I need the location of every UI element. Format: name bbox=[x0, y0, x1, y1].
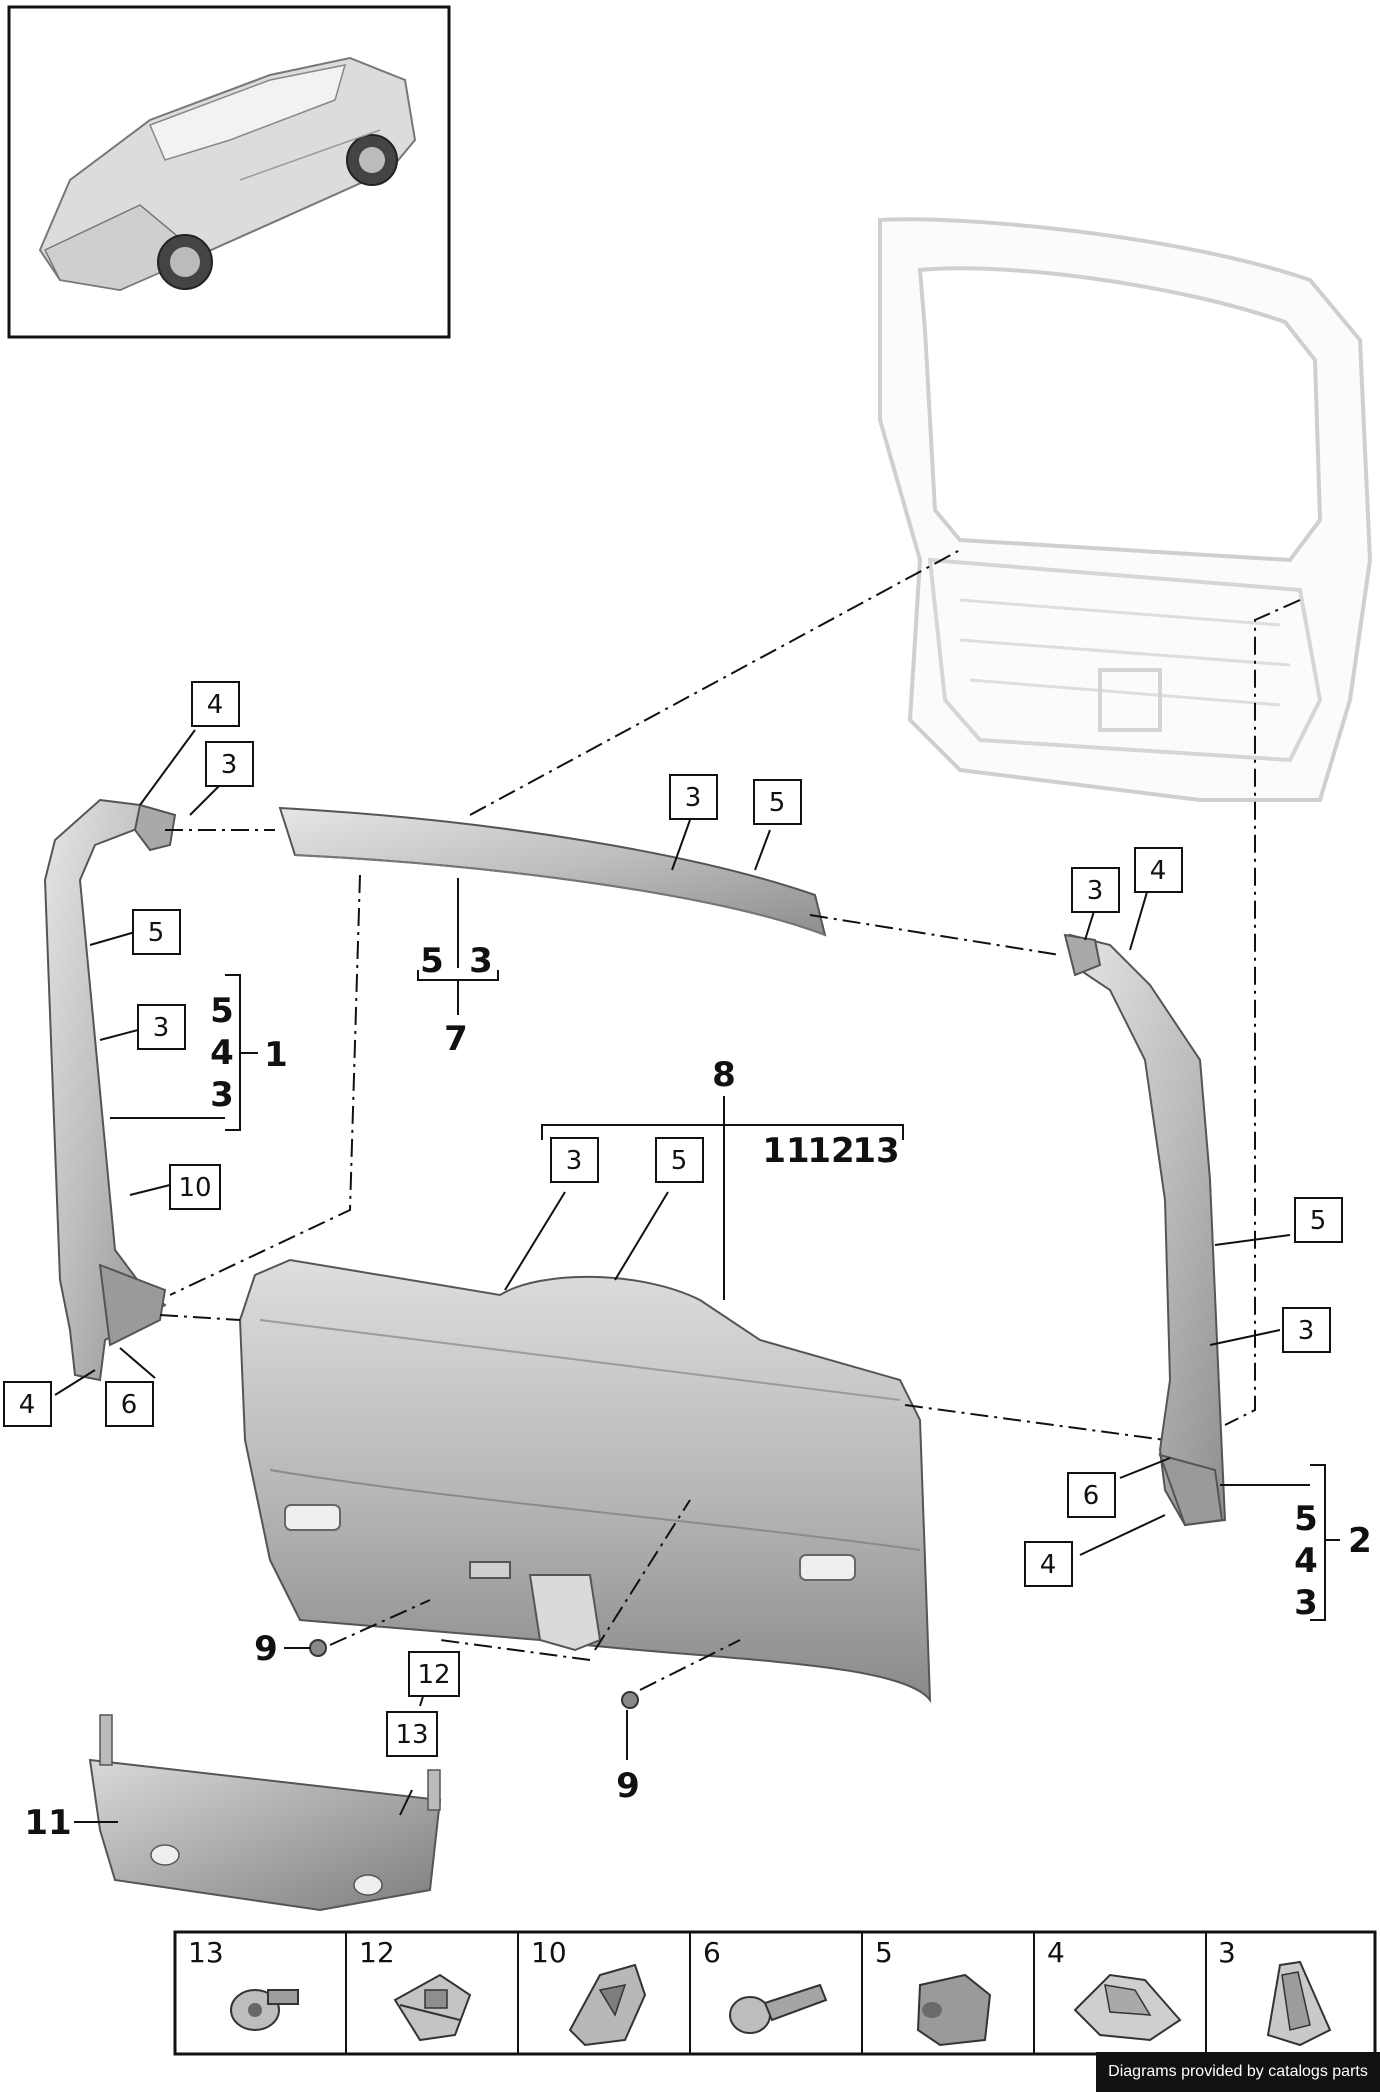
callout-label: 5 bbox=[148, 918, 165, 948]
fastener-legend: 13 12 10 6 bbox=[173, 1930, 1377, 2056]
callout-label: 4 bbox=[19, 1390, 36, 1420]
callout-label: 3 bbox=[685, 783, 702, 813]
callout-label: 5 bbox=[769, 788, 786, 818]
leader-lines bbox=[54, 729, 1291, 1816]
callout-box-5b[interactable]: 5 bbox=[753, 779, 802, 825]
legend-number: 13 bbox=[188, 1936, 224, 1969]
callout-label: 10 bbox=[178, 1173, 211, 1203]
group-8-parent[interactable]: 8 bbox=[712, 1055, 736, 1095]
group-7-label: 5 3 7 bbox=[420, 941, 493, 1059]
callout-box-5d[interactable]: 5 bbox=[655, 1137, 704, 1183]
rubber-buffer-icon bbox=[916, 1973, 992, 2047]
group-1-parent[interactable]: 1 bbox=[264, 1035, 288, 1075]
callout-box-4d[interactable]: 4 bbox=[1024, 1541, 1073, 1587]
part-label-screw-left[interactable]: 9 bbox=[254, 1629, 278, 1669]
callout-label: 3 bbox=[1087, 876, 1104, 906]
callout-box-4c[interactable]: 4 bbox=[1134, 847, 1183, 893]
assembly-lines bbox=[159, 549, 1301, 1691]
clip-nut-icon bbox=[393, 1973, 472, 2042]
callout-box-5c[interactable]: 5 bbox=[1294, 1197, 1343, 1243]
legend-number: 6 bbox=[703, 1936, 721, 1969]
callout-box-3d[interactable]: 3 bbox=[1071, 867, 1120, 913]
legend-number: 12 bbox=[359, 1936, 395, 1969]
screw-right-part bbox=[621, 1691, 639, 1709]
group-8-member: 13 bbox=[852, 1131, 899, 1171]
group-1-member: 4 bbox=[210, 1033, 234, 1073]
legend-cell-4[interactable]: 4 bbox=[1047, 1936, 1182, 2042]
group-2-member: 4 bbox=[1294, 1541, 1318, 1581]
group-2-member: 5 bbox=[1294, 1499, 1318, 1539]
legend-cell-12[interactable]: 12 bbox=[359, 1936, 472, 2042]
group-1-label: 5 4 3 1 bbox=[210, 991, 288, 1115]
callout-box-4a[interactable]: 4 bbox=[191, 681, 240, 727]
upper-cross-trim bbox=[278, 806, 827, 937]
group-2-label: 5 4 3 2 bbox=[1294, 1499, 1372, 1623]
plate-cover bbox=[88, 1714, 442, 1912]
legend-cell-13[interactable]: 13 bbox=[188, 1936, 299, 2031]
retaining-clip-icon bbox=[1266, 1960, 1332, 2047]
group-2-member: 3 bbox=[1294, 1583, 1318, 1623]
callout-box-12[interactable]: 12 bbox=[408, 1651, 460, 1697]
tailgate-frame bbox=[878, 217, 1373, 802]
group-7-member: 5 bbox=[420, 941, 444, 981]
bracket-icon bbox=[568, 1963, 647, 2047]
legend-cell-6[interactable]: 6 bbox=[703, 1936, 828, 2034]
credit-banner: Diagrams provided by catalogs parts bbox=[1096, 2052, 1380, 2092]
callout-label: 13 bbox=[395, 1720, 428, 1750]
legend-cell-3[interactable]: 3 bbox=[1218, 1936, 1332, 2047]
group-8-member: 11 bbox=[762, 1131, 809, 1171]
callout-box-3f[interactable]: 3 bbox=[550, 1137, 599, 1183]
callout-label: 12 bbox=[417, 1660, 450, 1690]
group-1-member: 5 bbox=[210, 991, 234, 1031]
group-1-member: 3 bbox=[210, 1075, 234, 1115]
callout-label: 4 bbox=[1040, 1550, 1057, 1580]
callout-box-3b[interactable]: 3 bbox=[137, 1004, 186, 1050]
callout-label: 6 bbox=[121, 1390, 138, 1420]
part-label-screw-right[interactable]: 9 bbox=[616, 1766, 640, 1806]
callout-label: 3 bbox=[566, 1146, 583, 1176]
callout-label: 5 bbox=[1310, 1206, 1327, 1236]
right-pillar-trim bbox=[1063, 933, 1227, 1527]
legend-number: 3 bbox=[1218, 1936, 1236, 1969]
callout-box-6b[interactable]: 6 bbox=[1067, 1472, 1116, 1518]
callout-label: 3 bbox=[221, 750, 238, 780]
group-brackets bbox=[74, 878, 1340, 1823]
callout-box-4b[interactable]: 4 bbox=[3, 1381, 52, 1427]
callout-label: 3 bbox=[1298, 1316, 1315, 1346]
left-pillar-trim bbox=[43, 798, 177, 1382]
callout-box-13[interactable]: 13 bbox=[386, 1711, 438, 1757]
group-8-label: 8 11 12 13 bbox=[712, 1055, 900, 1171]
callout-box-3c[interactable]: 3 bbox=[669, 774, 718, 820]
legend-number: 4 bbox=[1047, 1936, 1065, 1969]
callout-label: 6 bbox=[1083, 1481, 1100, 1511]
callout-box-10[interactable]: 10 bbox=[169, 1164, 221, 1210]
callout-label: 5 bbox=[671, 1146, 688, 1176]
part-label-plate[interactable]: 11 bbox=[24, 1803, 71, 1843]
group-7-parent[interactable]: 7 bbox=[444, 1019, 468, 1059]
group-7-member: 3 bbox=[469, 941, 493, 981]
legend-number: 10 bbox=[531, 1936, 567, 1969]
callout-label: 4 bbox=[1150, 856, 1167, 886]
callout-box-3e[interactable]: 3 bbox=[1282, 1307, 1331, 1353]
group-2-parent[interactable]: 2 bbox=[1348, 1521, 1372, 1561]
legend-number: 5 bbox=[875, 1936, 893, 1969]
vehicle-thumbnail bbox=[7, 5, 451, 339]
callout-label: 3 bbox=[153, 1013, 170, 1043]
spring-clip-icon bbox=[1073, 1973, 1182, 2042]
group-8-member: 12 bbox=[807, 1131, 854, 1171]
callout-label: 4 bbox=[207, 690, 224, 720]
bolt-icon bbox=[729, 1983, 828, 2034]
callout-box-3a[interactable]: 3 bbox=[205, 741, 254, 787]
screw-left-part bbox=[309, 1639, 327, 1657]
legend-cell-5[interactable]: 5 bbox=[875, 1936, 992, 2047]
callout-box-6a[interactable]: 6 bbox=[105, 1381, 154, 1427]
tailgate-lower-panel bbox=[238, 1258, 932, 1704]
screw-icon bbox=[230, 1989, 299, 2031]
legend-cell-10[interactable]: 10 bbox=[531, 1936, 647, 2047]
callout-box-5a[interactable]: 5 bbox=[132, 909, 181, 955]
